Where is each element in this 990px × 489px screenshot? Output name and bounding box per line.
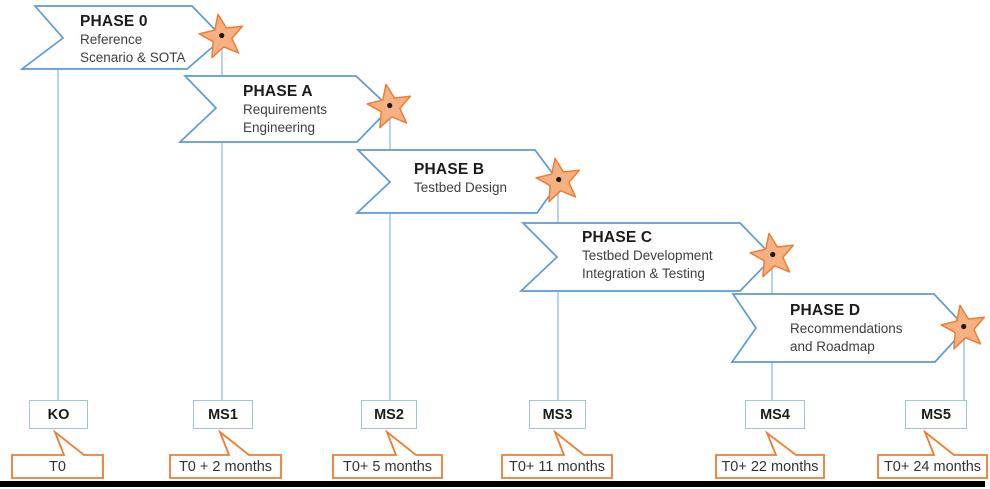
phase-c-subtitle-line: Testbed Development: [582, 248, 713, 263]
phase-b-arrow-shape: [354, 149, 561, 214]
phase-0-arrow-shape: [19, 5, 225, 70]
callout-shape-ms3: [501, 429, 613, 479]
phase-a-label: PHASE A Requirements Engineering: [243, 82, 327, 136]
callout-time-ms4: T0+ 22 months: [721, 459, 819, 475]
milestone-star-icon: [749, 232, 795, 278]
milestone-star-icon: [366, 83, 412, 129]
callout-time-ms1: T0 + 2 months: [178, 459, 273, 475]
milestone-star-icon: [198, 13, 244, 59]
callout-shape-ms1: [169, 429, 282, 479]
phase-c-title: PHASE C: [582, 229, 653, 246]
phase-d-title: PHASE D: [790, 302, 861, 319]
phase-a-subtitle-line: Engineering: [243, 119, 316, 135]
phase-d-arrow-shape: [730, 293, 968, 363]
phase-a-subtitle-line: Requirements: [243, 102, 328, 117]
phase-b-label: PHASE B Testbed Design: [414, 160, 507, 197]
callout-time-ms2: T0+ 5 months: [342, 459, 433, 475]
phase-b-subtitle-line: Testbed Design: [414, 180, 508, 195]
milestone-box-ms2: MS2: [361, 400, 417, 429]
phase-0-subtitle-line: Reference: [80, 32, 143, 47]
phase-0-label: PHASE 0 Reference Scenario & SOTA: [80, 12, 186, 66]
callout-shape-ms2: [332, 429, 443, 479]
callout-time-ms5: T0+ 24 months: [883, 459, 982, 475]
phase-0-subtitle-line: Scenario & SOTA: [80, 49, 186, 65]
phase-b-title: PHASE B: [414, 161, 485, 178]
milestone-box-ms3: MS3: [529, 400, 586, 429]
callout-time-t0: T0: [49, 459, 66, 475]
milestone-box-ms5: MS5: [905, 400, 967, 429]
milestone-box-ko: KO: [29, 400, 88, 429]
phase-c-subtitle-line: Integration & Testing: [582, 265, 705, 281]
callout-shape-ms5: [877, 429, 988, 479]
phase-c-label: PHASE C Testbed Development Integration …: [582, 228, 713, 282]
phase-c-arrow-shape: [518, 222, 775, 292]
milestone-star-icon: [535, 157, 581, 203]
milestone-star-icon: [940, 304, 986, 350]
phase-a-title: PHASE A: [243, 83, 313, 100]
callout-shape-t0: [11, 429, 104, 479]
bottom-divider-bar: [0, 481, 985, 487]
phase-d-label: PHASE D Recommendations and Roadmap: [790, 301, 903, 355]
phase-d-subtitle-line: Recommendations: [790, 321, 903, 336]
callout-shape-ms4: [715, 430, 825, 479]
milestone-box-ms4: MS4: [745, 400, 805, 429]
phase-d-subtitle-line: and Roadmap: [790, 338, 875, 354]
milestone-box-ms1: MS1: [193, 400, 253, 429]
callout-time-ms3: T0+ 11 months: [508, 459, 606, 475]
phase-a-arrow-shape: [177, 75, 392, 143]
phase-0-title: PHASE 0: [80, 13, 148, 30]
